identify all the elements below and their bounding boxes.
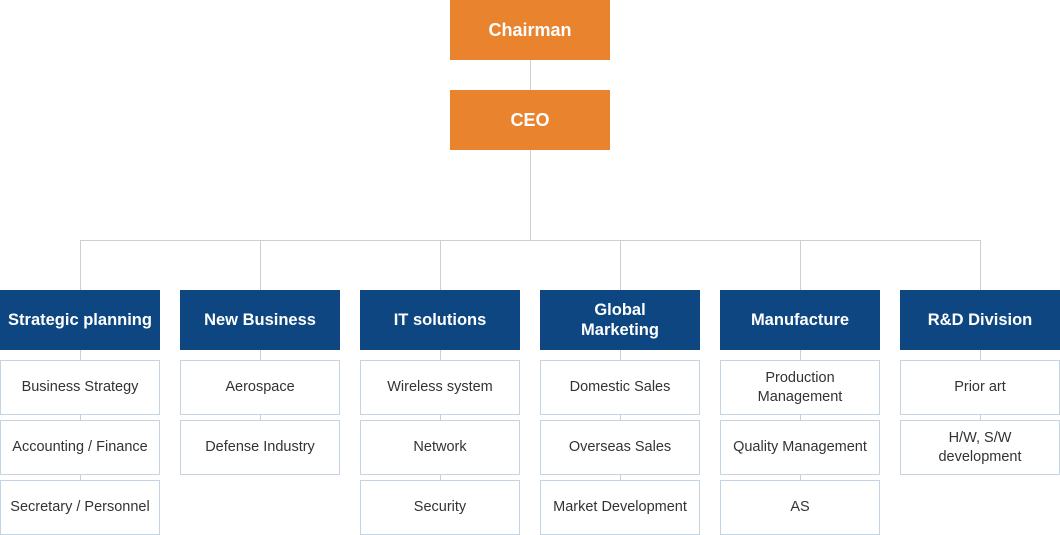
unit-box: H/W, S/W development [900, 420, 1060, 475]
unit-label: Network [413, 439, 467, 455]
department-label: Strategic planning [8, 311, 152, 329]
unit-box: Prior art [900, 360, 1060, 415]
department-strategic-planning: Strategic planning [0, 290, 160, 350]
unit-label: H/W, S/W development [938, 429, 1022, 465]
unit-label: Domestic Sales [569, 379, 671, 395]
department-it-solutions: IT solutions [360, 290, 520, 350]
unit-box: Quality Management [720, 420, 880, 475]
chairman-label: Chairman [488, 19, 572, 40]
department-new-business: New Business [180, 290, 340, 350]
unit-box: Network [360, 420, 520, 475]
department-global-marketing: Global Marketing [540, 290, 700, 350]
unit-label: Market Development [553, 499, 687, 515]
connector-units-it-solutions [440, 350, 441, 480]
unit-label: Defense Industry [205, 439, 315, 455]
unit-box: Defense Industry [180, 420, 340, 475]
department-r-d-division: R&D Division [900, 290, 1060, 350]
connector-new-business [260, 240, 261, 290]
connector-units-global-marketing [620, 350, 621, 480]
department-label: IT solutions [393, 311, 487, 329]
unit-label: Security [413, 499, 467, 515]
unit-box: Production Management [720, 360, 880, 415]
unit-label: Production Management [757, 369, 843, 405]
unit-label: Quality Management [733, 439, 867, 455]
unit-label: Overseas Sales [568, 439, 672, 455]
unit-label: Accounting / Finance [12, 439, 148, 455]
unit-box: Aerospace [180, 360, 340, 415]
ceo-label: CEO [510, 109, 550, 130]
department-label: New Business [204, 311, 316, 329]
unit-box: AS [720, 480, 880, 535]
unit-label: Wireless system [387, 379, 493, 395]
connector-global-marketing [620, 240, 621, 290]
connector-chairman-ceo [530, 60, 531, 90]
unit-label: Prior art [954, 379, 1006, 395]
unit-box: Secretary / Personnel [0, 480, 160, 535]
unit-label: AS [790, 499, 810, 515]
unit-label: Aerospace [225, 379, 295, 395]
unit-box: Business Strategy [0, 360, 160, 415]
connector-strategic-planning [80, 240, 81, 290]
unit-box: Domestic Sales [540, 360, 700, 415]
unit-box: Wireless system [360, 360, 520, 415]
department-manufacture: Manufacture [720, 290, 880, 350]
unit-label: Business Strategy [21, 379, 139, 395]
connector-units-manufacture [800, 350, 801, 480]
unit-box: Overseas Sales [540, 420, 700, 475]
chairman-box: Chairman [450, 0, 610, 60]
connector-manufacture [800, 240, 801, 290]
unit-box: Security [360, 480, 520, 535]
department-label: Global Marketing [581, 301, 659, 339]
connector-ceo-trunk [530, 150, 531, 240]
department-label: Manufacture [750, 311, 850, 329]
unit-box: Market Development [540, 480, 700, 535]
connector-units-strategic-planning [80, 350, 81, 480]
department-label: R&D Division [927, 311, 1033, 329]
unit-label: Secretary / Personnel [10, 499, 150, 515]
ceo-box: CEO [450, 90, 610, 150]
connector-it-solutions [440, 240, 441, 290]
connector-horizontal-bus [80, 240, 981, 241]
connector-r-d-division [980, 240, 981, 290]
unit-box: Accounting / Finance [0, 420, 160, 475]
